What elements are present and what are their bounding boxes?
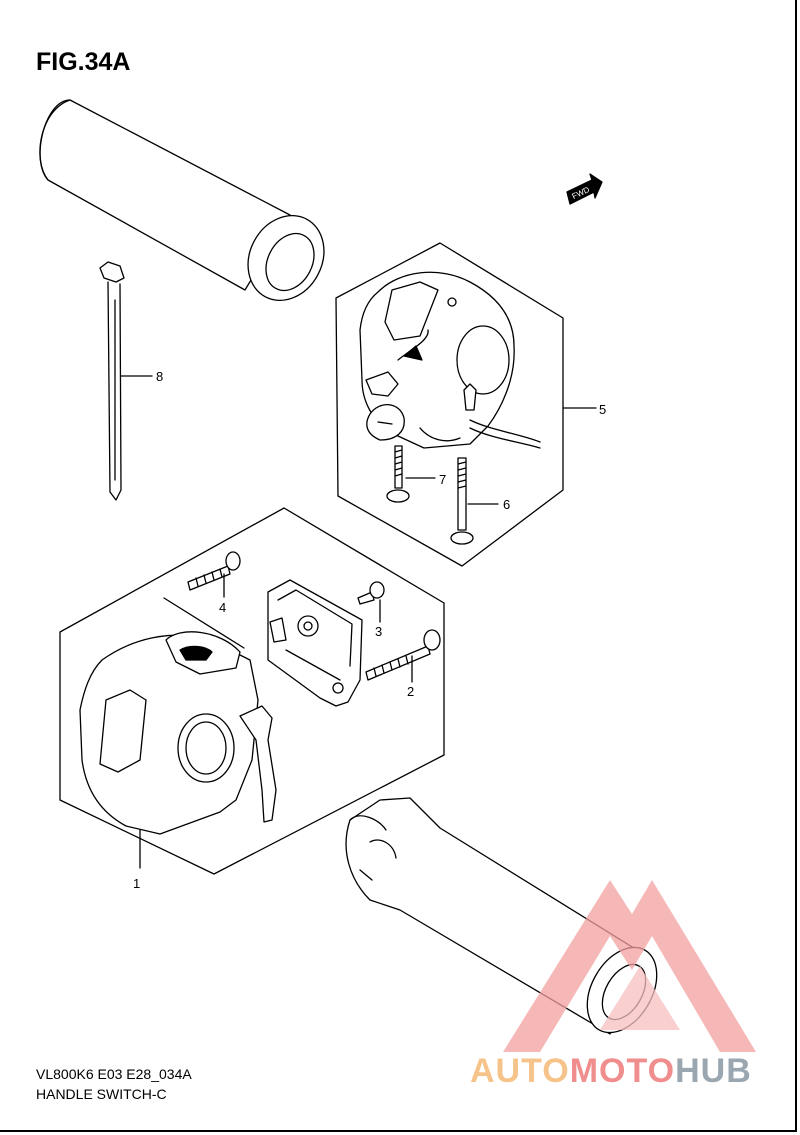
- guide-line: [163, 597, 245, 649]
- watermark-part-b: MOTO: [569, 1052, 676, 1090]
- watermark-part-a: AUTO: [470, 1052, 570, 1090]
- screw-2-drawing: [365, 629, 441, 681]
- callout-3: 3: [375, 624, 382, 639]
- handle-switch-right-drawing: [79, 631, 277, 835]
- screw-7-drawing: [386, 445, 410, 503]
- screw-4-drawing: [187, 551, 241, 591]
- callout-6: 6: [503, 497, 510, 512]
- watermark-part-c: HUB: [675, 1052, 752, 1090]
- watermark-logo-icon: [503, 880, 756, 1052]
- callout-1: 1: [133, 876, 140, 891]
- callout-2: 2: [407, 684, 414, 699]
- switch-bracket-drawing: [267, 579, 363, 707]
- assembly-box-5: [335, 242, 564, 567]
- screw-3-drawing: [357, 581, 385, 605]
- watermark-brand: AUTOMOTOHUB: [470, 1052, 752, 1091]
- callout-4: 4: [219, 600, 226, 615]
- figure-code: VL800K6 E03 E28_034A: [36, 1066, 192, 1082]
- assembly-box-1: [59, 507, 445, 875]
- callout-8: 8: [156, 369, 163, 384]
- grip-top-drawing: [39, 99, 325, 302]
- figure-title: FIG.34A: [36, 48, 131, 76]
- callout-5: 5: [599, 402, 606, 417]
- screw-6-drawing: [450, 457, 474, 545]
- handle-switch-left-drawing: [359, 271, 541, 449]
- cable-tie-drawing: [99, 261, 125, 501]
- fwd-arrow-icon: [566, 173, 603, 205]
- callout-7: 7: [439, 472, 446, 487]
- figure-name: HANDLE SWITCH-C: [36, 1086, 167, 1102]
